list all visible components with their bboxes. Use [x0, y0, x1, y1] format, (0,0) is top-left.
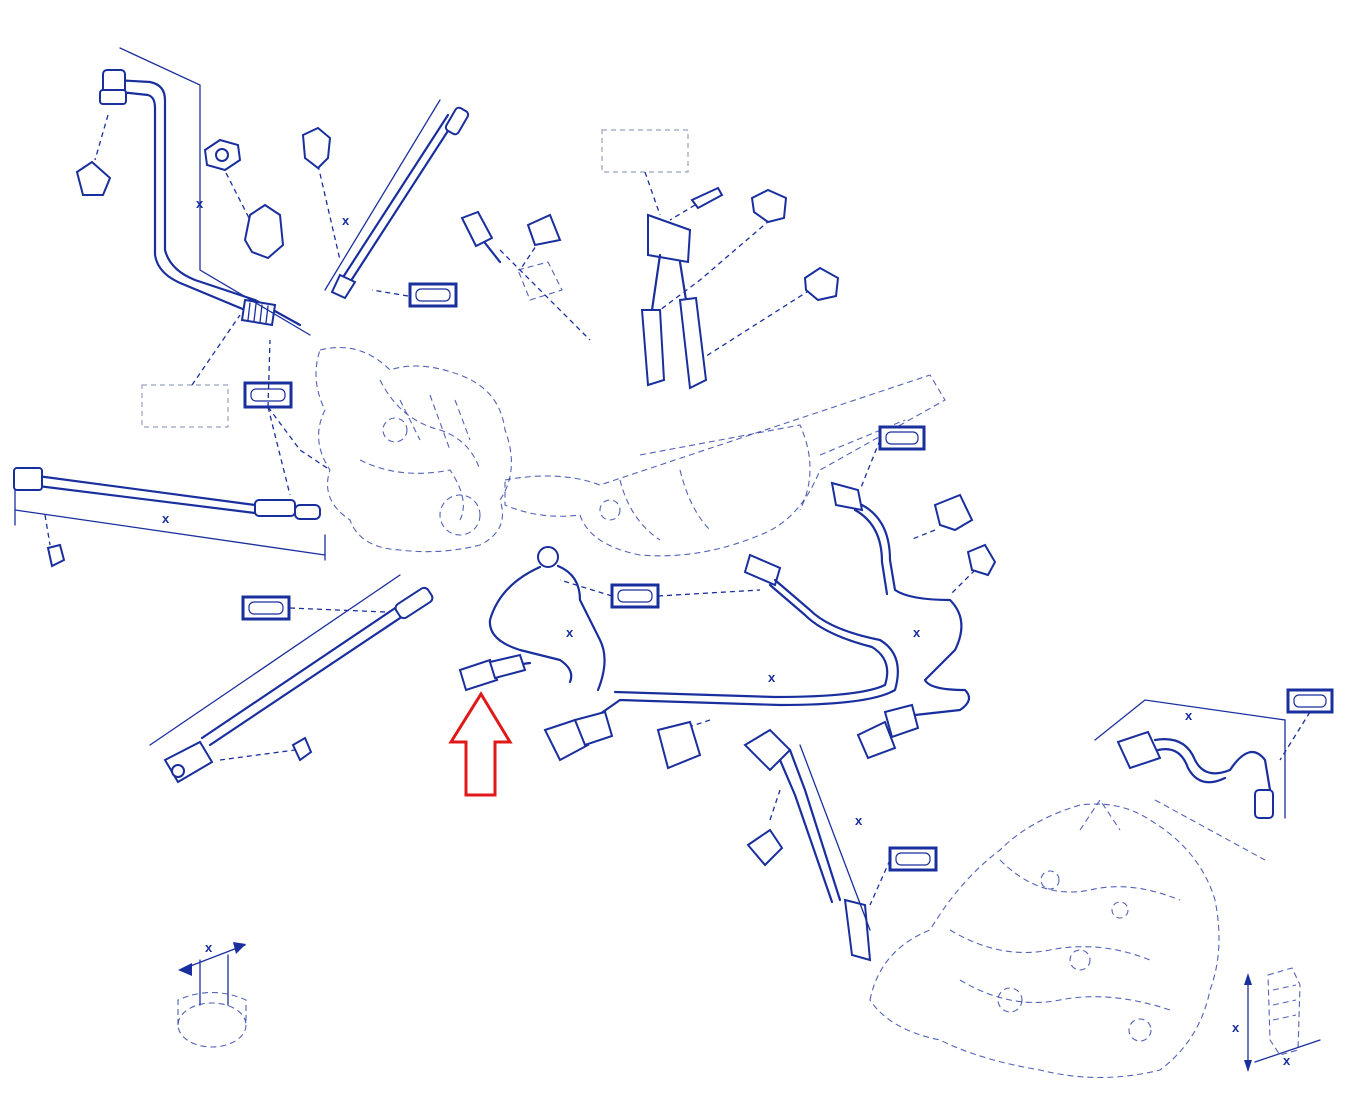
dimension-label: x: [196, 196, 204, 211]
oxygen-sensor-left-horizontal[interactable]: [13, 467, 321, 520]
mounting-bolt: [690, 186, 724, 210]
hose-clamp: [803, 266, 840, 302]
bolt-detail: x x: [1232, 967, 1321, 1072]
dimension-line-lower-center: x: [799, 744, 871, 931]
small-clip: [291, 736, 313, 762]
highlight-arrow: [448, 691, 513, 797]
dimension-line-upper-left: x: [119, 47, 311, 336]
rear-subframe-outline: [869, 799, 1266, 1079]
small-clip: [46, 543, 66, 568]
temperature-sensor-harness[interactable]: [543, 553, 899, 762]
coolant-temperature-sensor[interactable]: [460, 210, 502, 264]
connector-housing-outline: [517, 261, 563, 301]
dimension-line-right: x: [1094, 699, 1286, 819]
grommet-clip: [75, 160, 112, 196]
hex-nut: [203, 138, 242, 172]
callout-box: [408, 282, 458, 308]
dimension-label: x: [1185, 708, 1193, 723]
bracket-clip: [526, 213, 562, 247]
dimension-label: x: [342, 213, 350, 228]
thread-port-detail: x: [177, 940, 247, 1048]
dimension-label: x: [162, 511, 170, 526]
oxygen-sensor-upper-left[interactable]: [99, 69, 302, 327]
dimension-label: x: [566, 625, 574, 640]
dimension-label: x: [913, 625, 921, 640]
dimension-label: x: [768, 670, 776, 685]
dimension-line-upper-right: x: [913, 625, 921, 640]
engine-block-outline: [315, 346, 512, 553]
oxygen-sensor-diagonal-lower[interactable]: [163, 586, 434, 784]
cable-clip: [301, 126, 332, 170]
oxygen-sensor-right[interactable]: [1116, 730, 1274, 819]
dimension-line-harness-right: x: [768, 670, 776, 685]
dimension-label: x: [205, 940, 213, 955]
dimension-label: x: [1283, 1053, 1291, 1068]
highlighted-connector[interactable]: [458, 653, 527, 692]
cable-clip: [966, 543, 997, 577]
callout-box-empty: [601, 129, 689, 173]
catalytic-converter-outline: [504, 374, 946, 557]
callout-box: [1286, 688, 1334, 714]
harness-clip: [656, 720, 702, 770]
oxygen-sensor-diagonal-upper[interactable]: [330, 106, 470, 300]
dimension-label: x: [855, 813, 863, 828]
hose-clamp: [750, 188, 788, 224]
temperature-sensor-upper-right[interactable]: [830, 481, 971, 760]
sensor-harness-center[interactable]: [488, 546, 606, 692]
callout-box: [888, 846, 938, 872]
pressure-sensor-with-hoses[interactable]: [640, 213, 708, 390]
bracket-clip: [243, 203, 285, 260]
cable-clip: [933, 493, 974, 532]
dimension-line-left-horizontal: x: [14, 489, 326, 561]
dimension-line-diagonal-lower: [149, 574, 401, 746]
sensor-clip: [746, 828, 784, 867]
callout-box: [610, 583, 660, 609]
dimension-line-diagonal-upper: x: [324, 99, 441, 291]
dimension-line-harness-center: x: [566, 625, 574, 640]
callout-box: [241, 595, 291, 621]
dimension-label: x: [1232, 1020, 1240, 1035]
callout-box: [878, 425, 926, 451]
callout-box-empty: [141, 384, 229, 428]
